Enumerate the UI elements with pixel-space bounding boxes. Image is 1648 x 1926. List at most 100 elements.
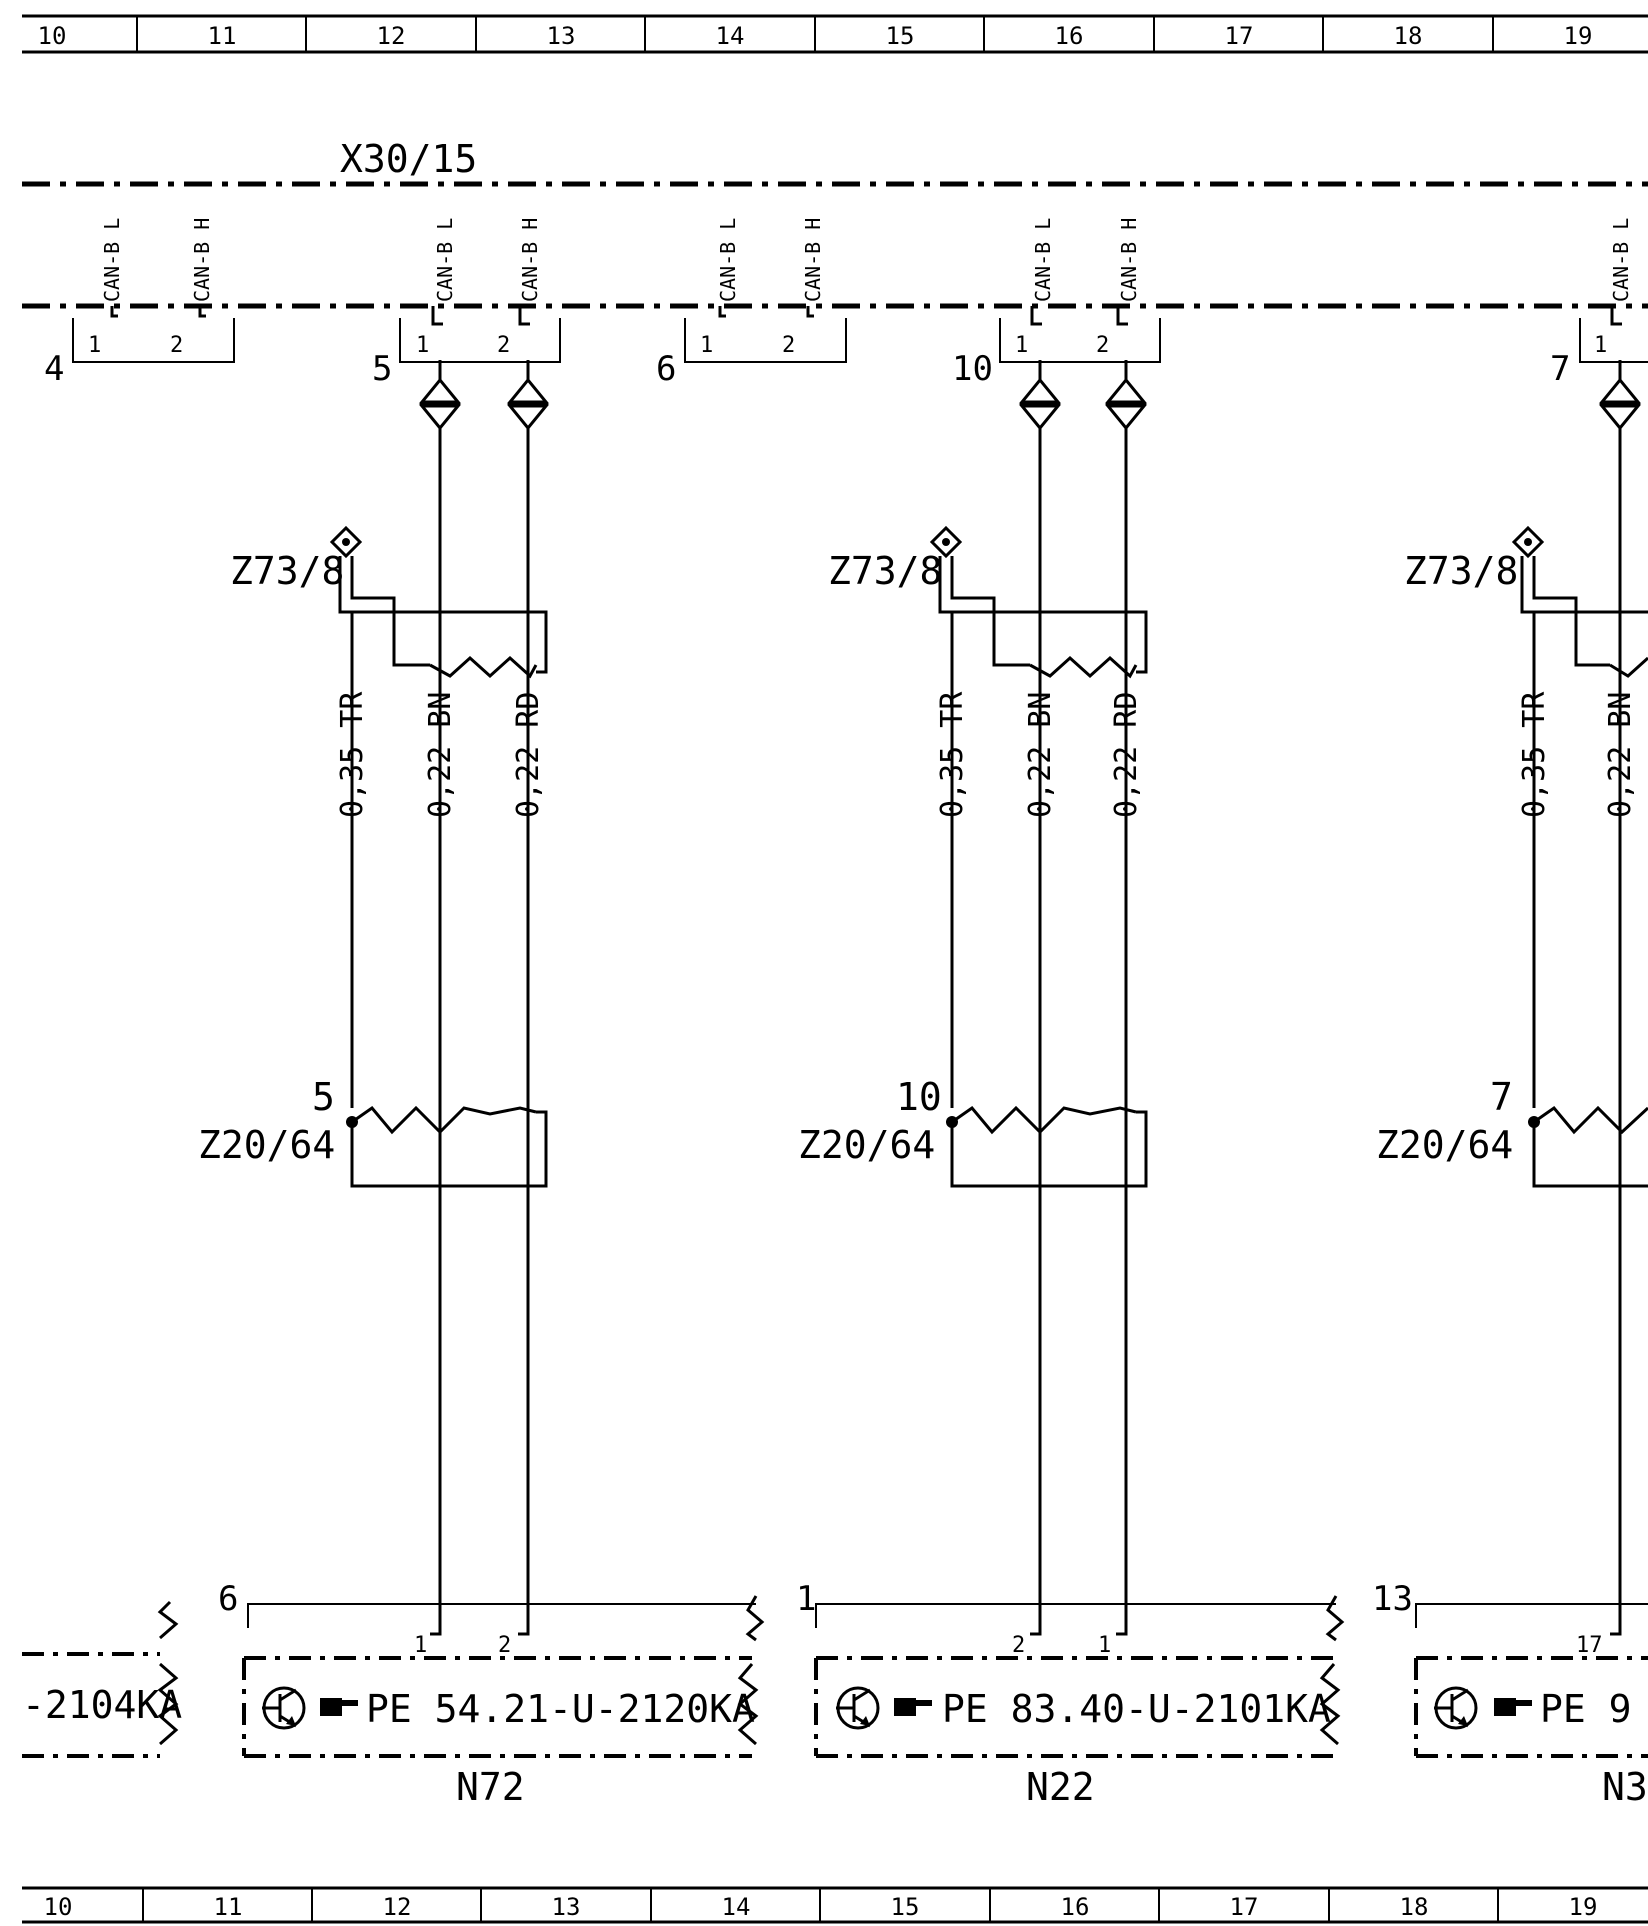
- transistor-icon: [836, 1686, 880, 1730]
- grid-label: 12: [377, 22, 406, 50]
- can-label-low: CAN-B L: [1031, 218, 1055, 302]
- pin-number: 1: [700, 333, 713, 358]
- grid-label: 19: [1569, 1893, 1598, 1921]
- grid-label: 18: [1400, 1893, 1429, 1921]
- pin-number: 17: [1576, 1633, 1603, 1658]
- module-name: N3: [1602, 1765, 1648, 1809]
- grid-ruler-bottom: 10 11 12 13 14 15 16 17 18 19: [22, 1886, 1648, 1924]
- pin-number: 1: [1015, 333, 1028, 358]
- module-n3: 13 17 PE 9 N3: [1372, 1579, 1648, 1809]
- transistor-icon: [1434, 1686, 1478, 1730]
- connector-slots: 4 1 2 5 1 2 6 1 2 10 1 2 7 1: [44, 318, 1648, 389]
- pin-number: 2: [498, 1633, 511, 1658]
- wire-label-bn: 0,22 BN: [1023, 692, 1058, 818]
- slot-number: 6: [656, 349, 676, 389]
- pin-number: 2: [1012, 1633, 1025, 1658]
- grid-label: 14: [716, 22, 745, 50]
- grid-label: 17: [1225, 22, 1254, 50]
- grid-label: 18: [1394, 22, 1423, 50]
- wire-label-rd: 0,22 RD: [1109, 692, 1144, 818]
- grid-label: 16: [1055, 22, 1084, 50]
- wire-label-bn: 0,22 BN: [1603, 692, 1638, 818]
- grid-label: 13: [547, 22, 576, 50]
- transistor-icon: [262, 1686, 306, 1730]
- splice-ref: Z20/64: [1376, 1123, 1513, 1167]
- module-position: 13: [1372, 1579, 1413, 1619]
- can-label-high: CAN-B H: [190, 218, 214, 302]
- module-n22: 1 2 1 PE 83.40-U-2101KA N22: [796, 1579, 1345, 1809]
- circuit-n22: Z73/8 0,35 TR 0,22 BN 0,22 RD 10 Z20/64: [798, 452, 1148, 1610]
- can-label-high: CAN-B H: [801, 218, 825, 302]
- wire-label-tr: 0,35 TR: [335, 691, 370, 818]
- module-name: N72: [456, 1765, 525, 1809]
- disconnect-icon: [418, 360, 1642, 452]
- shield-ref: Z73/8: [1404, 549, 1518, 593]
- grid-label: 14: [722, 1893, 751, 1921]
- pointing-hand-icon: [894, 1698, 932, 1716]
- grid-label: 12: [383, 1893, 412, 1921]
- pin-number: 2: [782, 333, 795, 358]
- splice-pin: 5: [312, 1075, 335, 1119]
- shield-ground-icon: [1511, 525, 1545, 559]
- grid-label: 10: [44, 1893, 73, 1921]
- pointing-hand-icon: [1494, 1698, 1532, 1716]
- module-position: 1: [796, 1579, 816, 1619]
- grid-label: 17: [1230, 1893, 1259, 1921]
- pin-number: 1: [414, 1633, 427, 1658]
- pin-number: 1: [1098, 1633, 1111, 1658]
- pin-number: 1: [88, 333, 101, 358]
- module-partial-left: -2104KA: [22, 1600, 182, 1758]
- splice-ref: Z20/64: [798, 1123, 935, 1167]
- can-label-high: CAN-B H: [1117, 218, 1141, 302]
- can-label-low: CAN-B L: [1609, 218, 1633, 302]
- slot-number: 10: [952, 349, 993, 389]
- grid-label: 15: [891, 1893, 920, 1921]
- connector-block-label: X30/15: [340, 137, 477, 181]
- splice-ref: Z20/64: [198, 1123, 335, 1167]
- pin-stubs: [110, 306, 1622, 326]
- module-part-number: PE 9: [1540, 1687, 1632, 1731]
- splice-pin: 7: [1490, 1075, 1513, 1119]
- grid-label: 13: [552, 1893, 581, 1921]
- module-part-number: -2104KA: [22, 1683, 182, 1727]
- wire-label-tr: 0,35 TR: [935, 691, 970, 818]
- slot-number: 5: [372, 349, 392, 389]
- grid-label: 16: [1061, 1893, 1090, 1921]
- grid-label: 10: [38, 22, 67, 50]
- grid-label: 19: [1564, 22, 1593, 50]
- splice-pin: 10: [896, 1075, 942, 1119]
- can-label-high: CAN-B H: [518, 218, 542, 302]
- circuit-n72: Z73/8 0,35 TR 0,22 BN 0,22 RD 5 Z20/64: [198, 452, 548, 1610]
- pin-number: 2: [170, 333, 183, 358]
- can-label-low: CAN-B L: [433, 218, 457, 302]
- pin-number: 2: [497, 333, 510, 358]
- module-name: N22: [1026, 1765, 1095, 1809]
- wire-label-bn: 0,22 BN: [423, 692, 458, 818]
- can-label-low: CAN-B L: [100, 218, 124, 302]
- slot-number: 4: [44, 349, 64, 389]
- grid-label: 15: [886, 22, 915, 50]
- module-n72: 6 1 2 PE 54.21-U-2120KA N72: [218, 1579, 765, 1809]
- can-labels: CAN-B L CAN-B H CAN-B L CAN-B H CAN-B L …: [100, 218, 1633, 302]
- connector-block-x30-15: X30/15: [22, 137, 1648, 309]
- pin-number: 1: [416, 333, 429, 358]
- pin-number: 2: [1096, 333, 1109, 358]
- module-position: 6: [218, 1579, 238, 1619]
- pin-number: 1: [1594, 333, 1607, 358]
- module-part-number: PE 83.40-U-2101KA: [942, 1687, 1331, 1731]
- pointing-hand-icon: [320, 1698, 358, 1716]
- shield-ground-icon: [929, 525, 963, 559]
- grid-ruler-top: 10 11 12 13 14 15 16 17 18 19: [22, 14, 1648, 54]
- slot-number: 7: [1550, 349, 1570, 389]
- wire-label-rd: 0,22 RD: [511, 692, 546, 818]
- wire-label-tr: 0,35 TR: [1517, 691, 1552, 818]
- shield-ref: Z73/8: [828, 549, 942, 593]
- module-part-number: PE 54.21-U-2120KA: [366, 1687, 755, 1731]
- shield-ref: Z73/8: [230, 549, 344, 593]
- grid-label: 11: [214, 1893, 243, 1921]
- grid-label: 11: [208, 22, 237, 50]
- can-label-low: CAN-B L: [716, 218, 740, 302]
- circuit-n3: Z73/8 0,35 TR 0,22 BN 7 Z20/64: [1376, 452, 1648, 1610]
- shield-ground-icon: [329, 525, 363, 559]
